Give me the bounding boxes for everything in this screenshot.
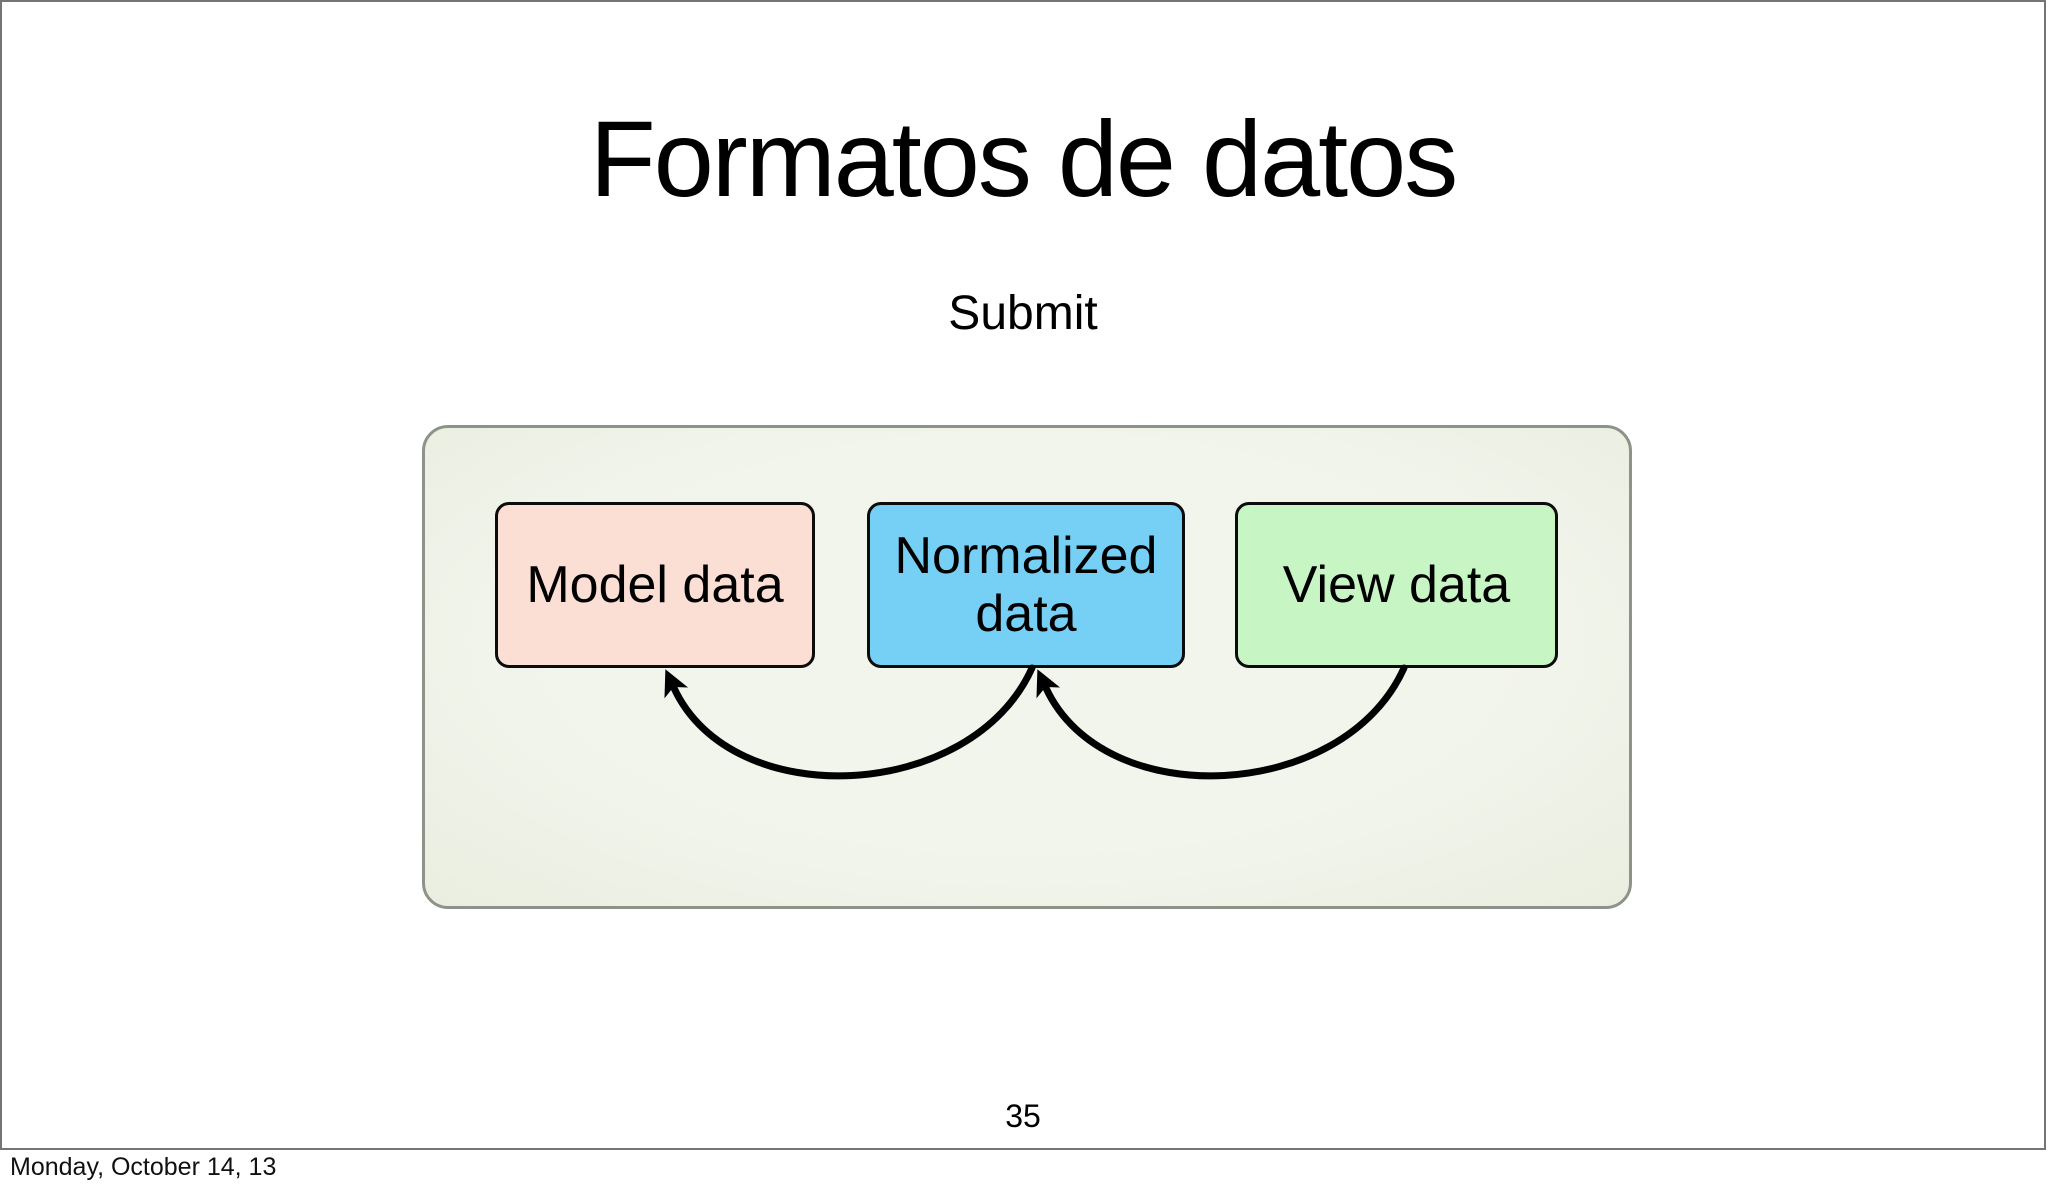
slide-canvas: Formatos de datos Submit Model data Norm… (0, 0, 2046, 1150)
diagram-box-normalized-data-label: Normalized data (894, 526, 1158, 643)
diagram-box-model-data-label: Model data (526, 555, 784, 614)
diagram-box-normalized-data: Normalized data (867, 502, 1185, 668)
slide-page-number: 35 (1005, 1098, 1041, 1134)
slide-subtitle: Submit (948, 287, 1098, 340)
diagram-box-view-data-label: View data (1282, 555, 1511, 614)
slide-title: Formatos de datos (589, 98, 1458, 219)
diagram-box-model-data: Model data (495, 502, 815, 668)
diagram-box-view-data: View data (1235, 502, 1558, 668)
footer-date: Monday, October 14, 13 (10, 1153, 277, 1181)
